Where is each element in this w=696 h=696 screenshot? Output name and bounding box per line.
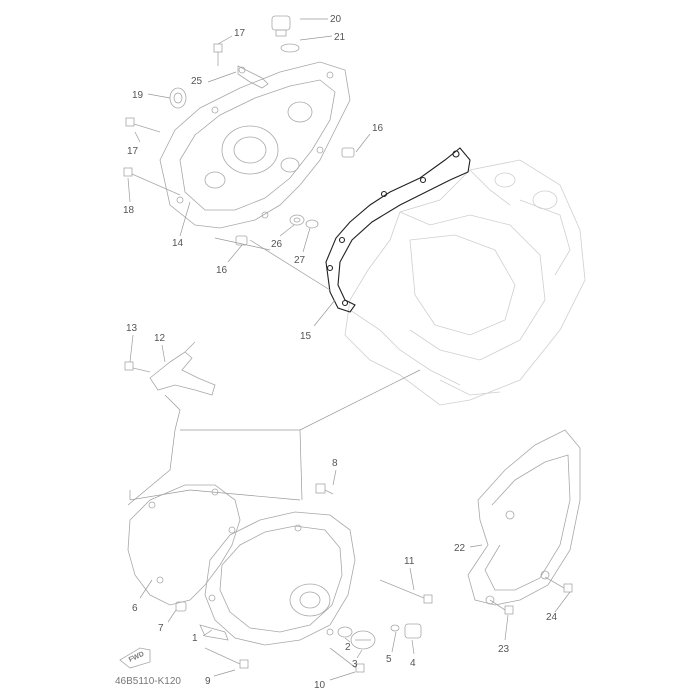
oil-filler-plug-20 [271,15,291,37]
callout-19: 19 [132,90,144,101]
forward-direction-icon: FWD [119,647,151,669]
callout-12: 12 [154,333,166,344]
callout-16-upper: 16 [372,123,384,134]
crankcase-cover-14 [159,61,351,229]
bolt-9 [204,647,249,669]
o-ring-2 [337,626,353,638]
callout-17-top: 17 [234,28,246,39]
callout-8: 8 [332,458,338,469]
diagram-code: 46B5110-K120 [115,676,181,687]
seal-19 [169,87,187,109]
o-ring-21 [280,43,300,53]
callout-17-left: 17 [127,146,139,157]
callout-26: 26 [271,239,283,250]
callout-14: 14 [172,238,184,249]
circlip-27 [305,219,319,229]
bracket-12 [149,341,216,396]
engine-block-outline [344,159,586,406]
crankcase-cover-1 [199,511,356,646]
callout-21: 21 [334,32,346,43]
callout-labels: 20 21 17 25 19 17 18 16 14 26 16 27 15 1… [123,14,558,691]
bolt-17-top [213,43,223,66]
callout-23: 23 [498,644,510,655]
plug-4 [404,623,422,639]
callout-4: 4 [410,658,416,669]
leader-lines [127,18,571,681]
callout-27: 27 [294,255,306,266]
bolt-17-left [125,117,161,133]
plug-3 [350,630,376,650]
callout-5: 5 [386,654,392,665]
callout-24: 24 [546,612,558,623]
callout-11: 11 [404,556,415,567]
bolt-11 [379,579,433,604]
reference-lines [127,237,421,506]
callout-7: 7 [158,623,164,634]
dowel-pin-16-lower [235,235,248,246]
callout-1: 1 [192,633,198,644]
callout-6: 6 [132,603,138,614]
callout-18: 18 [123,205,135,216]
crankcase-gasket-15 [325,147,471,313]
cover-gasket-6 [127,484,241,606]
callout-16-lower: 16 [216,265,228,276]
washer-26 [289,214,305,226]
dowel-pin-7 [175,601,187,612]
callout-15: 15 [300,331,312,342]
callout-13: 13 [126,323,138,334]
sprocket-cover-22 [467,429,581,606]
callout-20: 20 [330,14,342,25]
bolt-8 [315,483,334,495]
bolt-18 [123,167,181,196]
callout-10: 10 [314,680,326,691]
callout-3: 3 [352,659,358,670]
callout-25: 25 [191,76,203,87]
callout-9: 9 [205,676,211,687]
dowel-pin-16-upper [341,147,355,158]
lever-25 [237,65,269,89]
fwd-label: FWD [128,651,145,664]
bolt-23 [489,599,514,615]
o-ring-5 [390,624,400,632]
bolt-24 [544,576,573,593]
bolt-13 [124,361,151,373]
callout-2: 2 [345,642,351,653]
callout-22: 22 [454,543,466,554]
bolt-10 [329,647,365,673]
